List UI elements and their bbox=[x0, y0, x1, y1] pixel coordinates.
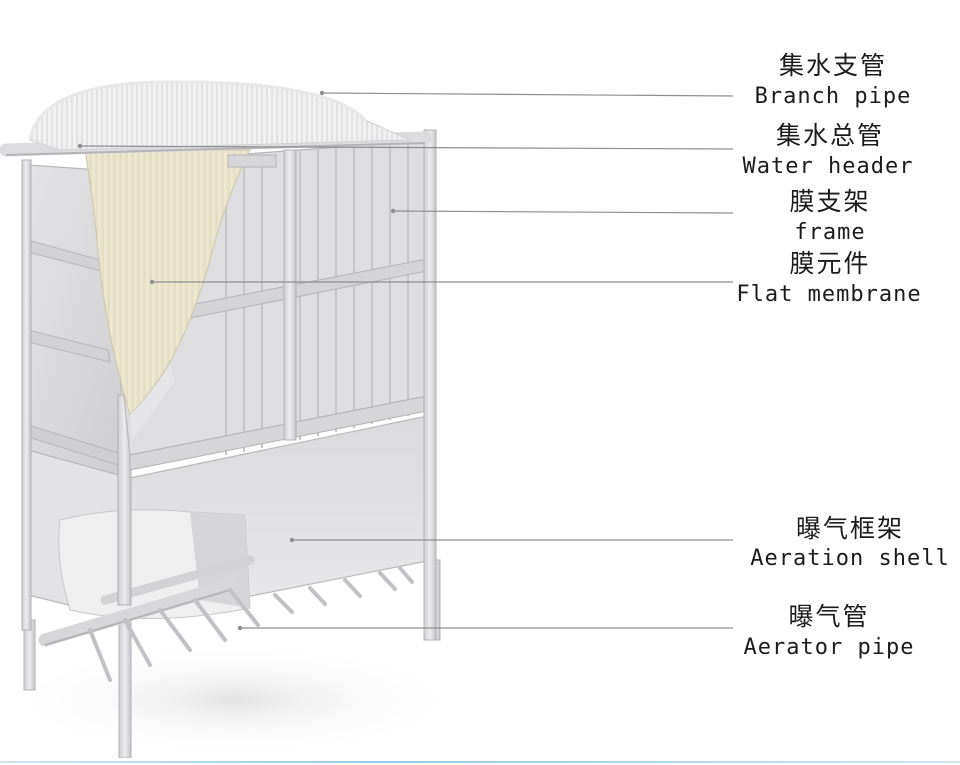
label-water-header-zh: 集水总管 bbox=[775, 121, 885, 150]
label-branch-pipe-en: Branch pipe bbox=[754, 84, 912, 109]
label-aeration-shell-zh: 曝气框架 bbox=[795, 514, 905, 543]
label-flat-membrane-en: Flat membrane bbox=[736, 282, 922, 307]
label-aerator-pipe-en: Aerator pipe bbox=[743, 635, 915, 660]
leader-water-header bbox=[79, 145, 734, 150]
label-frame-en: frame bbox=[794, 220, 866, 245]
label-flat-membrane-zh: 膜元件 bbox=[789, 249, 871, 278]
floor-shadow bbox=[5, 645, 465, 755]
label-water-header-en: Water header bbox=[742, 154, 914, 179]
label-aerator-pipe-zh: 曝气管 bbox=[788, 602, 870, 631]
label-branch-pipe-zh: 集水支管 bbox=[778, 51, 888, 80]
label-aeration-shell-en: Aeration shell bbox=[750, 546, 950, 571]
leader-frame bbox=[392, 210, 734, 214]
bottom-divider bbox=[0, 758, 960, 765]
leader-lines bbox=[79, 92, 734, 629]
leader-dots bbox=[77, 90, 396, 631]
branch-pipe bbox=[28, 80, 411, 151]
aerator-pipe bbox=[38, 555, 414, 682]
leader-branch-pipe bbox=[321, 92, 734, 97]
label-frame-zh: 膜支架 bbox=[789, 187, 871, 216]
